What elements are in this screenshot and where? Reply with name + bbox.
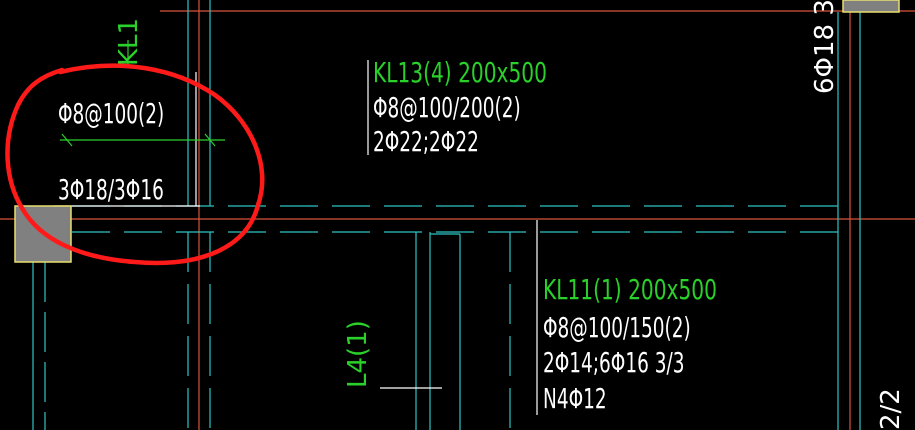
kl13-title: KL13(4) 200x500 — [373, 56, 547, 89]
dimension-tick — [61, 133, 73, 147]
red-markup-circle — [5, 63, 265, 266]
beam-lines — [32, 0, 861, 430]
kl11-title: KL11(1) 200x500 — [543, 273, 717, 306]
l4-tag: L4(1) — [343, 320, 373, 388]
kl1-stirrup-label: Φ8@100(2) — [58, 97, 165, 130]
right-vertical-label: 6Φ18 3/3 — [810, 0, 840, 94]
bottom-right-vertical-label: 2/2 — [876, 388, 906, 430]
kl11-waist-label: N4Φ12 — [543, 382, 607, 415]
kl11-stirrup-label: Φ8@100/150(2) — [543, 311, 691, 344]
kl11-bars-label: 2Φ14;6Φ16 3/3 — [543, 346, 685, 379]
kl13-stirrup-label: Φ8@100/200(2) — [373, 91, 521, 124]
dimension-tick — [204, 133, 216, 147]
kl1-dimension — [60, 40, 225, 147]
kl1-bars-label: 3Φ18/3Φ16 — [58, 173, 164, 206]
kl1-tag: KL1 — [114, 17, 144, 66]
kl13-bars-label: 2Φ22;2Φ22 — [373, 125, 479, 158]
leader-lines — [54, 60, 538, 415]
column-top-right — [842, 0, 900, 13]
